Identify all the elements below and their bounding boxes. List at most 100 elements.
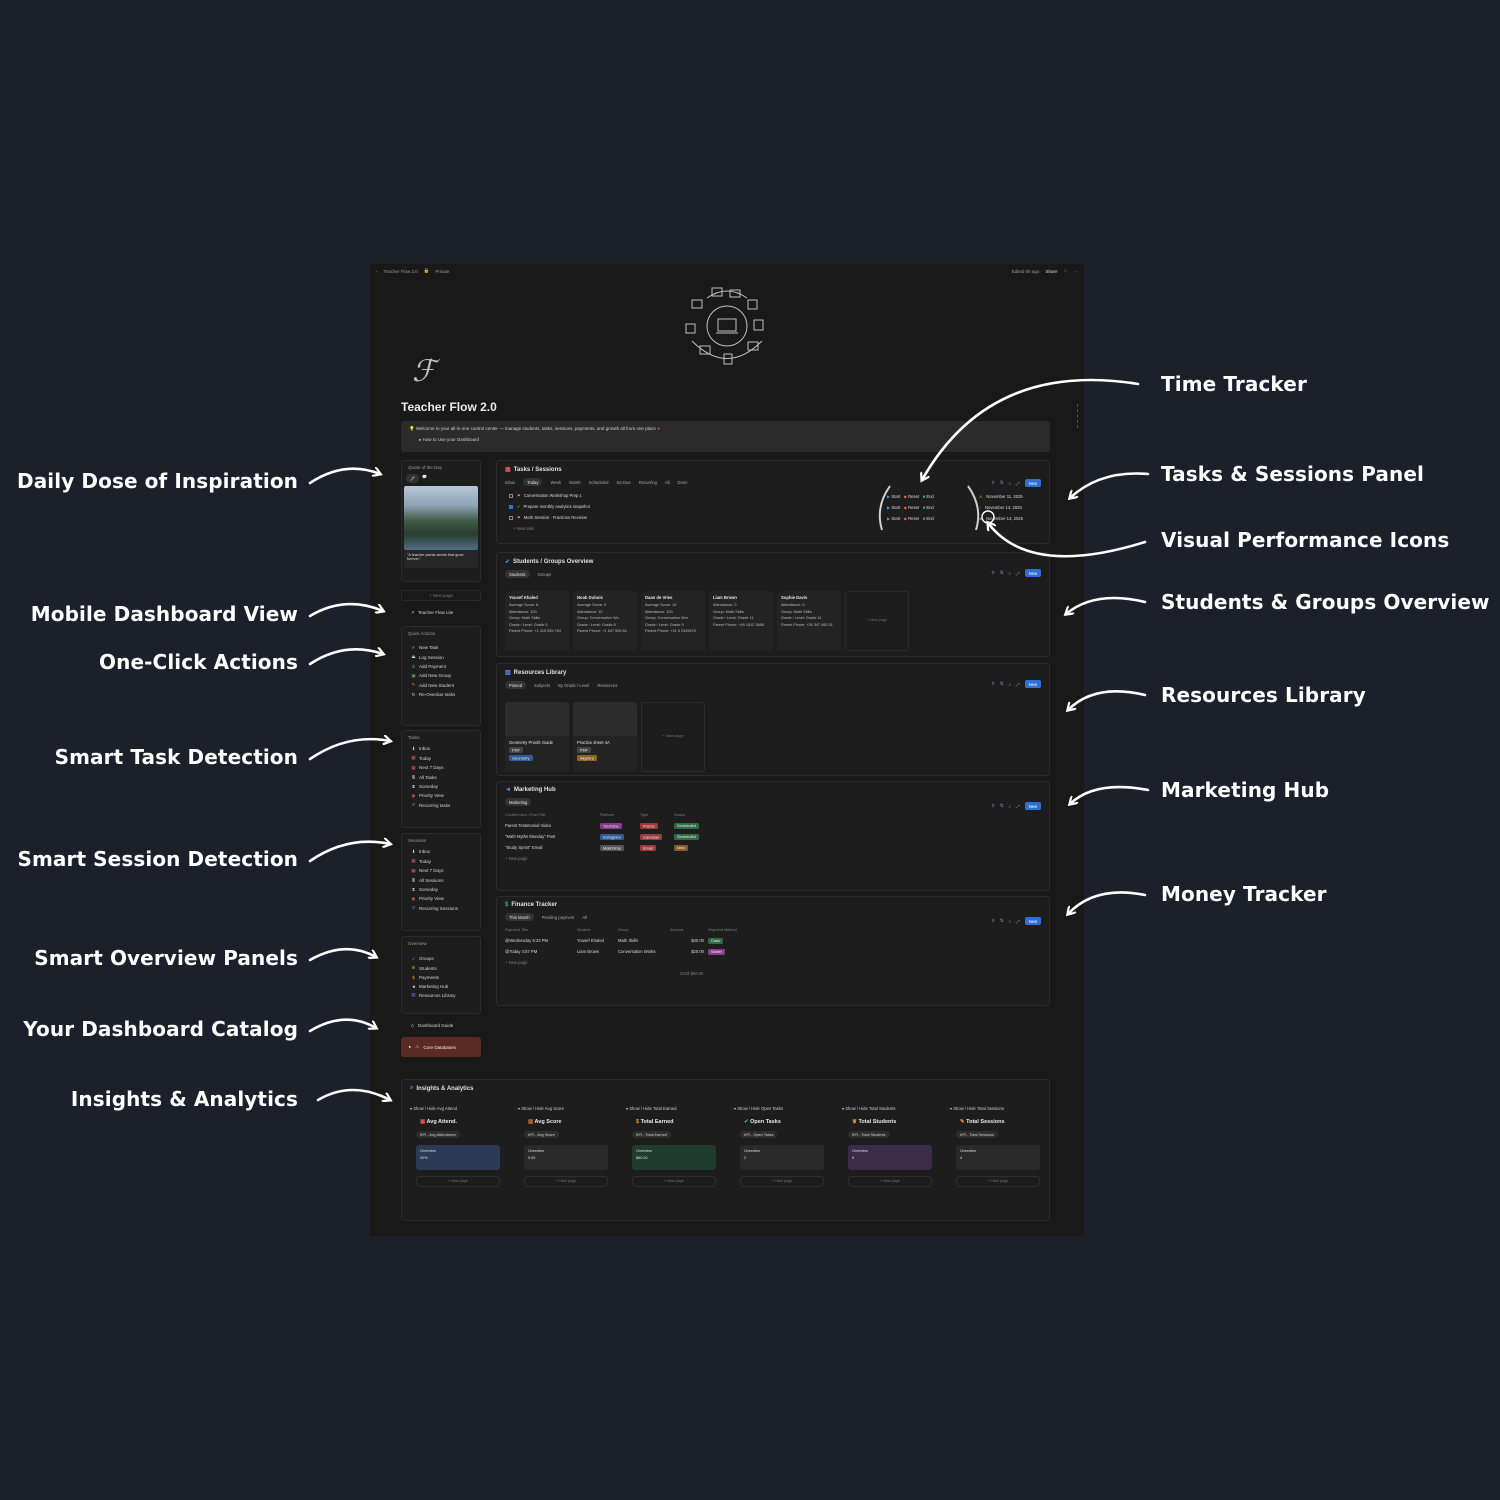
expand-icon[interactable]: ⤢: [1016, 480, 1020, 486]
kpi-new-page[interactable]: + New page: [740, 1176, 824, 1187]
sidebar-sessions-today[interactable]: ▦Today: [411, 858, 432, 864]
filter-icon[interactable]: ⚲: [991, 803, 995, 808]
sidebar-tasks-priority[interactable]: ◉Priority View: [411, 792, 444, 799]
tab-month[interactable]: Month: [569, 479, 581, 485]
sidebar-tasks-inbox[interactable]: ⬇Inbox: [411, 745, 431, 752]
sidebar-sessions-recurring[interactable]: ↺Recurring Sessions: [411, 905, 459, 911]
kpi-toggle[interactable]: ▾ Show / Hide Open Tasks: [734, 1106, 784, 1111]
new-student-card[interactable]: + New page: [845, 591, 909, 651]
sidebar-tasks-someday[interactable]: ⧗Someday: [411, 784, 439, 790]
breadcrumb[interactable]: Teacher Flow 2.0: [383, 268, 418, 274]
qa-add-payment[interactable]: $Add Payment: [412, 663, 447, 669]
kpi-tab[interactable]: KPI - Open Tasks: [740, 1131, 778, 1138]
timer-start[interactable]: Start: [891, 505, 901, 510]
timer-end[interactable]: End: [926, 494, 934, 499]
page-outline-handle[interactable]: [1072, 404, 1078, 428]
students-new-button[interactable]: New: [1024, 569, 1041, 577]
filter-icon[interactable]: ⚲: [991, 681, 995, 686]
tab-inbox[interactable]: Inbox: [505, 479, 516, 485]
qa-re-overdue[interactable]: ↻Re-Overdue tasks: [411, 691, 456, 698]
quote-tab-2[interactable]: 💬: [422, 474, 428, 479]
kpi-toggle[interactable]: ▾ Show / Hide Total Sessions: [950, 1106, 1004, 1111]
tab-pinned[interactable]: Pinned: [505, 681, 527, 689]
sidebar-overview-students[interactable]: ♛Students: [411, 965, 437, 971]
tab-scheduled[interactable]: Scheduled: [588, 479, 609, 485]
timer-start[interactable]: Start: [891, 494, 901, 499]
new-task-button[interactable]: + New task: [513, 526, 534, 531]
search-icon[interactable]: ⌕: [1008, 918, 1011, 924]
star-icon[interactable]: ☆: [1063, 268, 1068, 273]
expand-icon[interactable]: ⤢: [1016, 570, 1020, 576]
qa-add-group[interactable]: ▣Add New Group: [411, 672, 452, 679]
checkbox[interactable]: [509, 493, 513, 498]
resource-card[interactable]: Practice sheet 4A PDF Algebra: [573, 702, 637, 772]
sidebar-overview-payments[interactable]: $Payments: [412, 974, 440, 980]
finance-new-page[interactable]: + New page: [505, 960, 528, 965]
resource-card[interactable]: Geometry Proofs Guide PDF Geometry: [505, 702, 569, 772]
sort-icon[interactable]: ⇅: [999, 681, 1004, 686]
tab-today[interactable]: Today: [523, 478, 543, 486]
back-icon[interactable]: ‹: [376, 268, 378, 274]
tab-marketing[interactable]: Marketing: [505, 798, 532, 806]
timer-reset[interactable]: Reset: [908, 516, 920, 521]
tab-subjects[interactable]: Subjects: [534, 682, 551, 688]
sidebar-tasks-next7[interactable]: ▦Next 7 Days: [411, 764, 444, 771]
search-icon[interactable]: ⌕: [1008, 803, 1011, 809]
qa-add-student[interactable]: ✎Add New Student: [411, 682, 455, 688]
quote-tab-1[interactable]: 🖋: [406, 474, 420, 483]
task-row[interactable]: ✔ Prepare monthly analytics snapshot: [505, 501, 1041, 512]
core-databases-button[interactable]: ▸⚠Core Databases: [401, 1037, 481, 1057]
kpi-new-page[interactable]: + New page: [416, 1176, 500, 1187]
sort-icon[interactable]: ⇅: [999, 480, 1004, 485]
sidebar-sessions-all[interactable]: ≣All Sessions: [411, 877, 444, 884]
kpi-toggle[interactable]: ▾ Show / Hide Avg Score: [518, 1106, 565, 1111]
new-resource-card[interactable]: + New page: [641, 702, 705, 772]
task-row[interactable]: ⚑ Math Session - Fractions Revision: [505, 512, 1041, 523]
kpi-tab[interactable]: KPI - Total Students: [848, 1131, 890, 1138]
qa-log-session[interactable]: ⏏Log Session: [411, 654, 444, 660]
timer-end[interactable]: End: [926, 505, 934, 510]
kpi-toggle[interactable]: ▾ Show / Hide Avg Attend: [410, 1106, 457, 1111]
expand-icon[interactable]: ⤢: [1016, 803, 1020, 809]
kpi-new-page[interactable]: + New page: [848, 1176, 932, 1187]
expand-icon[interactable]: ⤢: [1016, 918, 1020, 924]
timer-reset[interactable]: Reset: [908, 494, 920, 499]
kpi-new-page[interactable]: + New page: [524, 1176, 608, 1187]
toggle-icon[interactable]: ▸: [419, 437, 422, 442]
timer-end[interactable]: End: [926, 516, 934, 521]
tab-resources[interactable]: Resources: [597, 682, 618, 688]
kpi-tab[interactable]: KPI - Avg Score: [524, 1131, 559, 1138]
timer-start[interactable]: Start: [891, 516, 901, 521]
tab-no-due[interactable]: No Due: [616, 479, 631, 485]
tab-this-month[interactable]: This Month: [505, 913, 534, 921]
sidebar-sessions-next7[interactable]: ▦Next 7 Days: [411, 867, 444, 874]
share-button[interactable]: Share: [1045, 268, 1058, 274]
sidebar-sessions-someday[interactable]: ⧗Someday: [411, 887, 439, 893]
marketing-new-page[interactable]: + New page: [505, 856, 528, 861]
task-row[interactable]: ⚑ Conversation Workshop Prep 1: [505, 490, 1041, 501]
checkbox[interactable]: [509, 515, 513, 520]
kpi-toggle[interactable]: ▾ Show / Hide Total Students: [842, 1106, 896, 1111]
kpi-new-page[interactable]: + New page: [956, 1176, 1040, 1187]
sidebar-sessions-priority[interactable]: ◉Priority View: [411, 895, 444, 902]
search-icon[interactable]: ⌕: [1008, 570, 1011, 576]
sidebar-tasks-all[interactable]: ≣All Tasks: [411, 774, 437, 781]
tab-groups[interactable]: Groups: [537, 571, 552, 577]
sidebar-overview-marketing[interactable]: ◄Marketing Hub: [411, 983, 449, 989]
kpi-new-page[interactable]: + New page: [632, 1176, 716, 1187]
finance-new-button[interactable]: New: [1024, 917, 1041, 925]
tab-recurring[interactable]: Recurring: [638, 479, 657, 485]
kpi-tab[interactable]: KPI - Total Sessions: [956, 1131, 998, 1138]
kpi-tab[interactable]: KPI - Total Earned: [632, 1131, 671, 1138]
sidebar-new-page[interactable]: + New page: [401, 590, 481, 601]
kpi-overview-card[interactable]: Overview$60.00: [632, 1145, 716, 1170]
